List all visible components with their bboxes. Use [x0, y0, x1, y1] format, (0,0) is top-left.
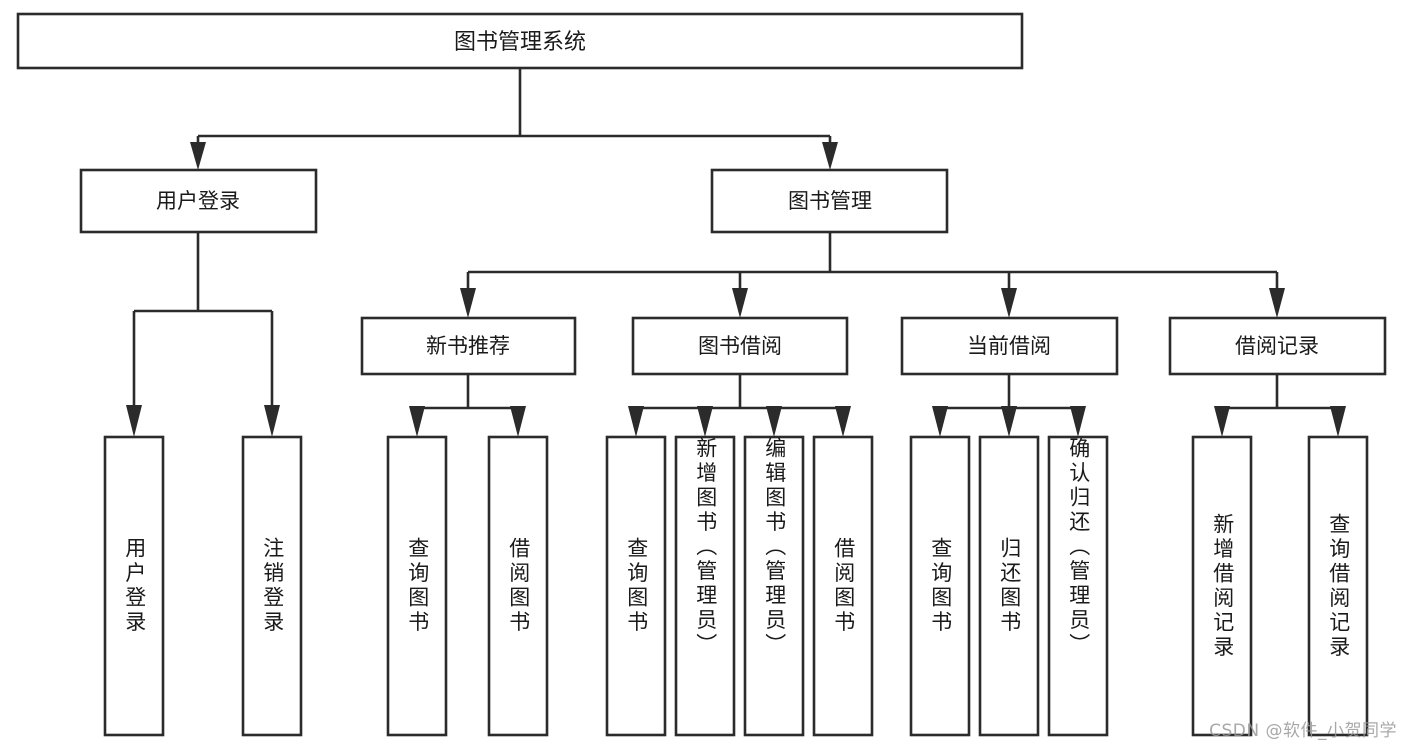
node-root[interactable]: 图书管理系统 [16, 12, 1024, 70]
arrow-to-book-manage [822, 142, 838, 170]
leaf-confirm-return-box[interactable] [1047, 435, 1109, 737]
arrow-leaf-borrow-book-2 [835, 406, 851, 437]
node-current-borrow-label: 当前借阅 [967, 334, 1051, 358]
arrow-leaf-return-book [1001, 406, 1017, 437]
arrow-to-borrow-record [1269, 288, 1285, 318]
arrow-to-book-borrow [732, 288, 748, 318]
node-new-book-rec[interactable]: 新书推荐 [360, 316, 577, 376]
arrow-leaf-query-record [1330, 406, 1346, 437]
node-borrow-record-label: 借阅记录 [1235, 334, 1319, 358]
leaf-return-book-box[interactable] [978, 435, 1040, 737]
arrow-leaf-add-book [697, 406, 713, 437]
leaf-borrow-book-2-box[interactable] [812, 435, 874, 737]
arrow-leaf-user-login [126, 405, 142, 437]
leaf-add-book-box[interactable] [674, 435, 736, 737]
node-book-borrow-box[interactable] [631, 316, 849, 376]
node-new-book-rec-label: 新书推荐 [426, 334, 510, 358]
arrow-leaf-confirm-return [1070, 406, 1086, 437]
arrow-to-user-login [190, 142, 206, 170]
node-book-borrow-label: 图书借阅 [698, 334, 782, 358]
node-borrow-record-box[interactable] [1168, 316, 1387, 376]
nodes-layer: 图书管理系统 用户登录 图书管理 新书推荐 图书借阅 [16, 12, 1387, 737]
arrow-to-current-borrow [1001, 288, 1017, 318]
arrow-leaf-borrow-book-1 [510, 406, 526, 437]
node-book-manage-label: 图书管理 [788, 189, 872, 213]
arrow-leaf-query-book-2 [628, 406, 644, 437]
arrow-leaf-logout [264, 405, 280, 437]
arrow-leaf-add-record [1214, 406, 1230, 437]
node-root-box[interactable] [16, 12, 1024, 70]
arrow-leaf-query-book-3 [932, 406, 948, 437]
node-book-manage[interactable]: 图书管理 [710, 168, 949, 234]
leaf-add-record-box[interactable] [1191, 435, 1253, 737]
leaf-edit-book-box[interactable] [743, 435, 805, 737]
leaf-boxes-layer [103, 435, 1369, 737]
leaf-borrow-book-1-box[interactable] [487, 435, 549, 737]
leaf-query-book-1-box[interactable] [386, 435, 448, 737]
node-user-login-box[interactable] [79, 168, 318, 234]
arrow-to-new-book-rec [460, 288, 476, 318]
leaf-query-record-box[interactable] [1307, 435, 1369, 737]
node-new-book-rec-box[interactable] [360, 316, 577, 376]
node-book-manage-box[interactable] [710, 168, 949, 234]
arrow-leaf-edit-book [766, 406, 782, 437]
node-user-login-label: 用户登录 [156, 189, 240, 213]
node-user-login[interactable]: 用户登录 [79, 168, 318, 234]
node-root-label: 图书管理系统 [454, 30, 586, 55]
node-book-borrow[interactable]: 图书借阅 [631, 316, 849, 376]
edges-layer [126, 68, 1346, 437]
leaf-query-book-2-box[interactable] [605, 435, 667, 737]
leaf-query-book-3-box[interactable] [909, 435, 971, 737]
leaf-logout-box[interactable] [241, 435, 303, 737]
arrow-leaf-query-book-1 [409, 406, 425, 437]
node-current-borrow[interactable]: 当前借阅 [900, 316, 1119, 376]
node-borrow-record[interactable]: 借阅记录 [1168, 316, 1387, 376]
leaf-user-login-box[interactable] [103, 435, 165, 737]
csdn-watermark: CSDN @软件_小贺同学 [1209, 721, 1397, 741]
node-current-borrow-box[interactable] [900, 316, 1119, 376]
